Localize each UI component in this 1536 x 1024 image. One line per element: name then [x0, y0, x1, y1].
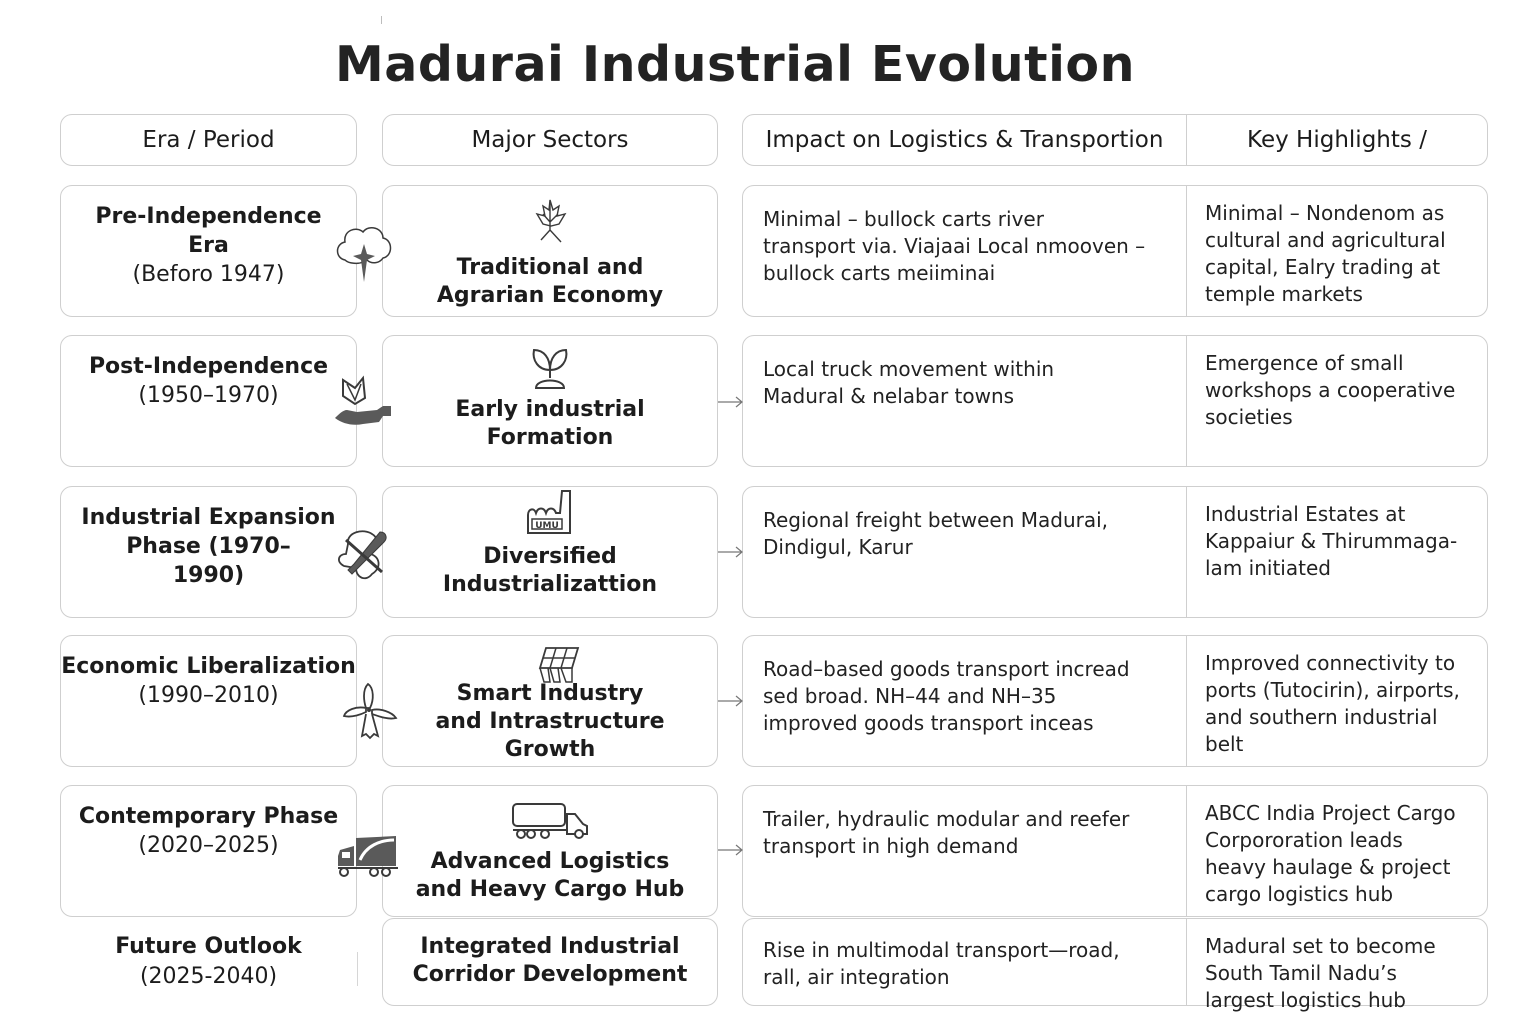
sector-cell-smart-industry: Smart Industry and Intrastructure Growth	[382, 635, 718, 767]
era-years: (2020–2025)	[138, 833, 279, 858]
impact-highlight-row-2: Local truck movement within Madural & ne…	[742, 335, 1488, 467]
sprout-icon	[532, 348, 568, 389]
hand-sprout-icon	[335, 375, 391, 425]
impact-text: Rise in multimodal transport—road, rall,…	[763, 938, 1120, 989]
sector-cell-diversified: UMU Diversified Industrializattion	[382, 486, 718, 618]
era-cell-industrial-expansion: Industrial Expansion Phase (1970– 1990)	[60, 486, 357, 618]
divider	[357, 952, 358, 986]
arrow-right-icon	[718, 844, 743, 856]
top-tick-mark	[381, 16, 382, 24]
era-cell-economic-liberalization: Economic Liberalization (1990–2010)	[60, 635, 357, 767]
arrow-right-icon	[718, 695, 743, 707]
era-name: Contemporary Phase	[78, 804, 339, 829]
impact-highlight-row-4: Road–based goods transport incread sed b…	[742, 635, 1488, 767]
header-era: Era / Period	[60, 114, 357, 166]
era-cell-contemporary: Contemporary Phase (2020–2025)	[60, 785, 357, 917]
highlight-text: Improved connectivity to ports (Tutociri…	[1186, 636, 1487, 766]
leaf-plant-icon	[535, 199, 567, 243]
sector-label: Traditional and Agrarian Economy	[436, 255, 664, 308]
era-name: Post-Independence	[88, 354, 329, 379]
svg-text:UMU: UMU	[535, 521, 559, 531]
era-cell-post-independence: Post-Independence (1950–1970)	[60, 335, 357, 467]
header-impact: Impact on Logistics & Transportion	[743, 115, 1186, 165]
wind-turbine-icon	[342, 682, 398, 740]
sector-label: Diversified Industrializattion	[442, 544, 658, 597]
solar-panel-icon	[538, 647, 580, 683]
era-name: Future Outlook	[115, 934, 302, 959]
arrow-right-icon	[718, 396, 743, 408]
header-sectors: Major Sectors	[382, 114, 718, 166]
sector-cell-early-industrial: Early industrial Formation	[382, 335, 718, 467]
header-highlights: Key Highlights /	[1186, 115, 1487, 165]
sector-label: Smart Industry and Intrastructure Growth	[435, 681, 665, 762]
era-years: (2025-2040)	[139, 964, 278, 989]
tools-icon	[338, 530, 387, 580]
era-years: (1990–2010)	[138, 683, 279, 708]
sector-label: Early industrial Formation	[455, 397, 645, 450]
highlight-text: ABCC India Project Cargo Corpororation l…	[1186, 786, 1487, 916]
era-years: (Beforo 1947)	[132, 262, 285, 287]
sector-label: Integrated Industrial Corridor Developme…	[412, 934, 688, 987]
impact-text: Local truck movement within Madural & ne…	[763, 357, 1055, 408]
impact-highlight-row-5: Trailer, hydraulic modular and reefer tr…	[742, 785, 1488, 917]
impact-text: Road–based goods transport incread sed b…	[763, 657, 1130, 735]
era-name: Industrial Expansion Phase (1970– 1990)	[81, 505, 336, 588]
header-era-label: Era / Period	[142, 127, 275, 153]
sector-cell-advanced-logistics: Advanced Logistics and Heavy Cargo Hub	[382, 785, 718, 917]
header-highlights-label: Key Highlights /	[1247, 127, 1427, 153]
highlight-text: Emergence of small workshops a cooperati…	[1186, 336, 1487, 466]
era-years: (1950–1970)	[138, 383, 279, 408]
sector-label: Advanced Logistics and Heavy Cargo Hub	[415, 849, 685, 902]
impact-text: Trailer, hydraulic modular and reefer tr…	[763, 807, 1130, 858]
header-sectors-label: Major Sectors	[471, 127, 629, 153]
impact-text: Regional freight between Madurai, Dindig…	[763, 508, 1109, 559]
era-name: Pre-Independence Era	[95, 204, 322, 258]
era-cell-future-outlook: Future Outlook (2025-2040)	[60, 932, 357, 992]
factory-icon: UMU	[527, 490, 571, 534]
page-title: Madurai Industrial Evolution	[335, 36, 1135, 93]
cotton-boll-icon	[336, 227, 392, 282]
impact-text: Minimal – bullock carts river transport …	[763, 207, 1146, 285]
header-impact-highlights: Impact on Logistics & Transportion Key H…	[742, 114, 1488, 166]
highlight-text: Madural set to become South Tamil Nadu’s…	[1186, 919, 1487, 1012]
era-name: Economic Liberalization	[61, 654, 356, 679]
header-impact-label: Impact on Logistics & Transportion	[765, 127, 1164, 153]
highlight-text: Industrial Estates at Kappaiur & Thirumm…	[1186, 487, 1487, 617]
highlight-text: Minimal – Nondenom as cultural and agric…	[1186, 186, 1487, 316]
cargo-truck-icon	[338, 836, 398, 877]
trailer-truck-icon	[512, 803, 588, 839]
sector-cell-traditional: Traditional and Agrarian Economy	[382, 185, 718, 317]
impact-highlight-row-1: Minimal – bullock carts river transport …	[742, 185, 1488, 317]
arrow-right-icon	[718, 546, 743, 558]
sector-cell-integrated-corridor: Integrated Industrial Corridor Developme…	[382, 918, 718, 1006]
impact-highlight-row-6: Rise in multimodal transport—road, rall,…	[742, 918, 1488, 1012]
era-cell-pre-independence: Pre-Independence Era (Beforo 1947)	[60, 185, 357, 317]
impact-highlight-row-3: Regional freight between Madurai, Dindig…	[742, 486, 1488, 618]
